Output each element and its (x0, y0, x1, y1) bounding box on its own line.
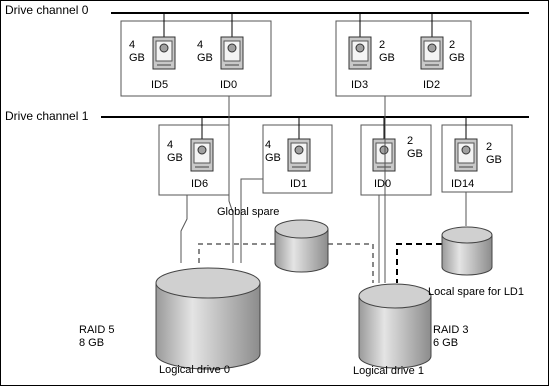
logical-drive-1-cylinder (358, 283, 432, 369)
hdd-icon-id5 (152, 36, 176, 70)
link-ld0-id1 (240, 178, 263, 263)
hdd-icon-id0 (220, 36, 244, 70)
drive-id-label: ID0 (220, 79, 238, 91)
drive-id-label: ID5 (151, 79, 169, 91)
channel-0-label: Drive channel 0 (5, 3, 89, 17)
drive-size-label: 2 GB (449, 39, 465, 64)
global-spare-label: Global spare (217, 206, 280, 218)
group-box-ld0-ch0 (120, 20, 272, 97)
drive-size-label: 4 GB (167, 139, 183, 164)
logical-drive-1-label: Logical drive 1 (353, 365, 424, 377)
group-box-ld1-ch1 (360, 124, 432, 196)
logical-drive-0-label: Logical drive 0 (159, 364, 230, 376)
hdd-icon-id0-ch1 (372, 138, 396, 172)
global-spare-link-ld0 (198, 243, 275, 263)
channel-1-label: Drive channel 1 (5, 109, 89, 123)
drive-id-label: ID1 (290, 178, 308, 190)
local-spare-cylinder (441, 226, 493, 276)
drive-size-label: 4 GB (197, 39, 213, 64)
logical-drive-0-cylinder (155, 267, 261, 370)
drive-id-label: ID6 (191, 178, 209, 190)
hdd-icon-id6 (190, 138, 214, 172)
group-box-ld1-ch0 (335, 20, 472, 97)
local-spare-label: Local spare for LD1 (428, 286, 524, 298)
drive-id-label: ID3 (351, 79, 369, 91)
raid-level-label: RAID 5 8 GB (79, 324, 115, 349)
drive-size-label: 4 GB (129, 39, 145, 64)
drive-size-label: 2 GB (486, 141, 502, 166)
hdd-icon-id1 (287, 138, 311, 172)
drive-id-label: ID14 (451, 178, 475, 190)
drive-id-label: ID2 (423, 79, 441, 91)
drive-id-label: ID0 (374, 178, 392, 190)
group-box-ld0-ch1-id1 (262, 124, 333, 194)
hdd-icon-id3 (348, 36, 372, 70)
local-spare-link-ld1 (396, 243, 442, 283)
drive-size-label: 2 GB (407, 135, 423, 160)
hdd-icon-id14 (454, 138, 478, 172)
drive-size-label: 2 GB (379, 39, 395, 64)
group-box-spare (441, 124, 513, 193)
drive-size-label: 4 GB (265, 139, 281, 164)
raid-level-label: RAID 3 6 GB (433, 324, 469, 349)
global-spare-cylinder (274, 219, 329, 273)
global-spare-link-ld1 (328, 243, 374, 283)
hdd-icon-id2 (420, 36, 444, 70)
link-ld0-channel1 (180, 195, 188, 263)
link-ld0-channel0 (228, 96, 234, 263)
